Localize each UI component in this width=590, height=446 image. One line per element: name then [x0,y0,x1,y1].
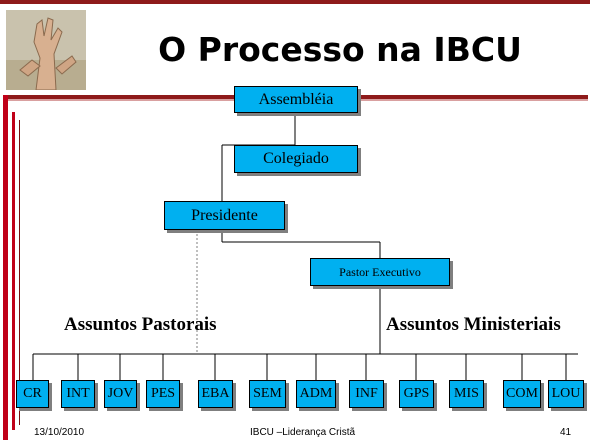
dept-box: INF [349,380,384,408]
header-bar-dark [0,0,590,4]
dept-box: LOU [548,380,584,408]
dept-box: SEM [249,380,286,408]
dept-box: INT [61,380,95,408]
dept-box: EBA [198,380,233,408]
node-colegiado: Colegiado [234,145,358,173]
left-accent-bar [3,95,8,440]
dept-box: JOV [104,380,137,408]
dept-box: ADM [296,380,336,408]
node-presidente: Presidente [164,201,285,230]
left-accent-line [19,120,20,425]
footer-page-number: 41 [560,427,572,438]
footer-center-text: IBCU –Liderança Cristã [250,427,356,438]
label-assuntos-pastorais: Assuntos Pastorais [64,314,217,335]
label-assuntos-ministeriais: Assuntos Ministeriais [386,314,561,335]
dept-box: CR [16,380,49,408]
dept-box: COM [503,380,541,408]
left-accent-bar-thin [12,112,15,430]
footer-date: 13/10/2010 [34,427,85,438]
dept-box: GPS [399,380,434,408]
dept-box: PES [146,380,180,408]
node-pastor-executivo: Pastor Executivo [310,258,450,286]
dept-box: MIS [449,380,484,408]
slide-title: O Processo na IBCU [158,30,522,69]
hands-sculpture-logo [6,10,86,90]
node-assembleia: Assembléia [234,86,358,113]
